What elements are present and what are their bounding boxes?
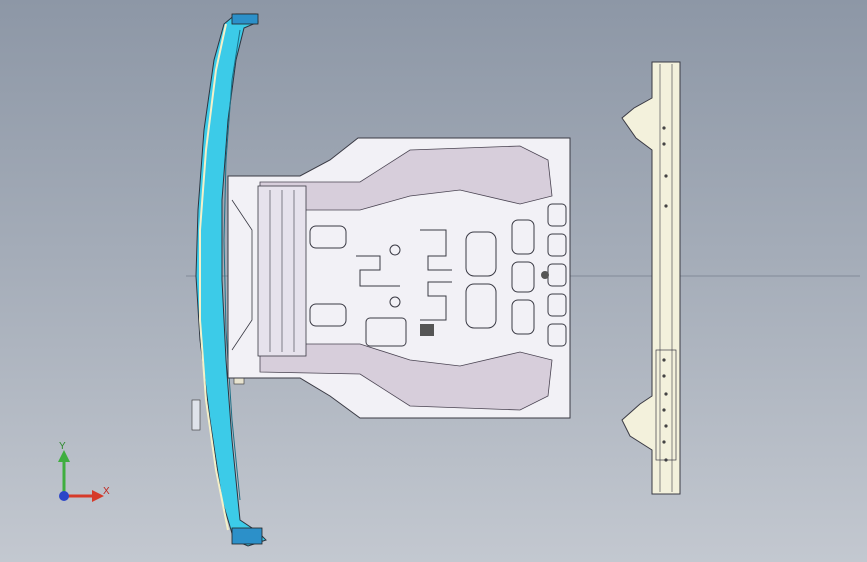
x-axis-label: X	[103, 486, 110, 497]
orientation-triad[interactable]: Y X	[46, 440, 116, 510]
side-rail-flange	[199, 23, 229, 531]
sill-reinforcement	[655, 349, 677, 461]
rail-end-cap	[231, 527, 263, 545]
right-sill-panel[interactable]	[621, 61, 681, 495]
floor-patch	[420, 324, 434, 336]
lower-tunnel-band	[259, 343, 553, 411]
drain-plug	[541, 271, 549, 279]
y-axis-label: Y	[59, 441, 66, 452]
side-rail-edge	[223, 29, 241, 501]
front-emboss	[231, 199, 253, 351]
floor-pan[interactable]	[227, 137, 571, 419]
drain-hole-lower	[389, 296, 401, 308]
drain-hole-upper	[389, 244, 401, 256]
floor-ribs	[309, 203, 567, 347]
sill-outline	[621, 61, 681, 495]
rail-clip	[191, 399, 201, 431]
rail-top-cap	[231, 13, 259, 25]
sill-holes	[662, 126, 668, 462]
coordinate-axes-icon	[58, 450, 104, 502]
